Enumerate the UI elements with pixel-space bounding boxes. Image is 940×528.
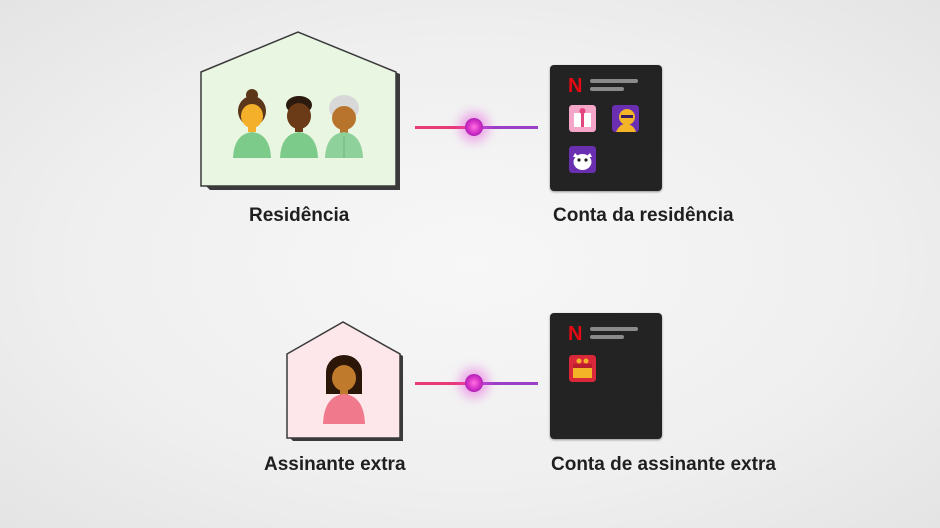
household-account-device: N bbox=[550, 65, 662, 191]
purple-character-profile-icon bbox=[612, 105, 639, 132]
household-account-label: Conta da residência bbox=[553, 205, 734, 226]
person-woman-icon bbox=[233, 89, 271, 158]
placeholder-bar bbox=[590, 87, 624, 91]
placeholder-bar bbox=[590, 79, 638, 83]
placeholder-bar bbox=[590, 327, 638, 331]
connector-line-right bbox=[482, 126, 538, 129]
extra-member-house-icon bbox=[286, 321, 403, 441]
person-elder-icon bbox=[325, 95, 363, 158]
connector-node-icon bbox=[465, 118, 483, 136]
extra-member-account-label: Conta de assinante extra bbox=[551, 454, 776, 475]
household-house-icon bbox=[200, 31, 400, 190]
extra-member-label: Assinante extra bbox=[264, 454, 406, 475]
pink-gift-profile-icon bbox=[569, 105, 596, 132]
connector-line-left bbox=[415, 382, 475, 385]
connector-line-left bbox=[415, 126, 475, 129]
placeholder-bar bbox=[590, 335, 624, 339]
person-man-icon bbox=[280, 96, 318, 158]
netflix-logo-icon: N bbox=[568, 75, 583, 97]
purple-penguin-profile-icon bbox=[569, 146, 596, 173]
household-label: Residência bbox=[249, 205, 350, 226]
connector-line-right bbox=[482, 382, 538, 385]
connector-node-icon bbox=[465, 374, 483, 392]
extra-member-account-device: N bbox=[550, 313, 662, 439]
red-gift-profile-icon bbox=[569, 355, 596, 382]
netflix-logo-icon: N bbox=[568, 323, 583, 345]
person-extra-member-icon bbox=[323, 355, 365, 424]
